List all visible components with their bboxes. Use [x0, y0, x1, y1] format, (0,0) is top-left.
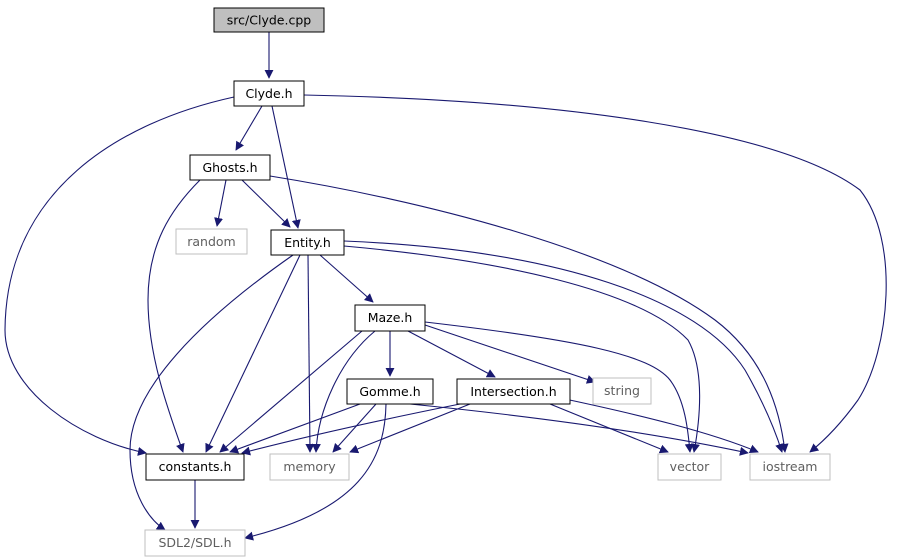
node-maze-h-label: Maze.h — [368, 310, 413, 325]
node-memory-label: memory — [283, 459, 336, 474]
edge-ghosts-h-random — [214, 179, 227, 227]
edge-entity-h-sdl — [129, 254, 294, 531]
node-clyde-h-label: Clyde.h — [245, 86, 292, 101]
node-clyde-h[interactable]: Clyde.h — [233, 80, 305, 107]
node-string-label: string — [604, 383, 640, 398]
node-clyde-cpp-label: src/Clyde.cpp — [227, 13, 311, 28]
node-vector[interactable]: vector — [657, 453, 722, 481]
edge-intersection-h-constants-h — [241, 403, 461, 456]
edge-entity-h-vector — [343, 245, 701, 453]
node-random[interactable]: random — [175, 228, 248, 255]
edge-clyde-h-ghosts-h — [235, 105, 263, 151]
edge-entity-h-iostream — [343, 240, 784, 453]
edge-entity-h-memory — [305, 254, 315, 453]
edge-entity-h-constants-h — [205, 254, 301, 453]
edge-maze-h-vector — [424, 321, 694, 453]
node-random-label: random — [187, 234, 235, 249]
node-entity-h[interactable]: Entity.h — [270, 229, 345, 256]
edge-intersection-h-iostream — [564, 398, 759, 454]
edge-clyde-h-iostream — [303, 94, 887, 453]
node-memory[interactable]: memory — [269, 453, 350, 481]
edge-entity-h-maze-h — [319, 254, 374, 303]
node-entity-h-label: Entity.h — [284, 235, 331, 250]
node-ghosts-h-label: Ghosts.h — [202, 160, 257, 175]
node-ghosts-h[interactable]: Ghosts.h — [189, 154, 271, 181]
node-clyde-cpp[interactable]: src/Clyde.cpp — [213, 7, 325, 33]
node-constants-h[interactable]: constants.h — [145, 453, 245, 481]
edge-maze-h-string — [424, 324, 596, 384]
edge-ghosts-h-iostream — [269, 175, 789, 453]
edge-gomme-h-memory — [332, 403, 377, 453]
edge-clyde-h-entity-h — [271, 105, 301, 229]
edge-intersection-h-memory — [349, 403, 471, 454]
node-maze-h[interactable]: Maze.h — [354, 304, 426, 332]
edge-maze-h-intersection-h — [407, 330, 496, 378]
node-iostream-label: iostream — [763, 459, 818, 474]
edge-gomme-h-sdl — [244, 403, 387, 541]
edge-clyde-h-constants-h — [4, 96, 235, 456]
node-constants-h-label: constants.h — [159, 459, 232, 474]
node-sdl-label: SDL2/SDL.h — [158, 535, 231, 550]
edge-ghosts-h-entity-h — [241, 179, 291, 228]
node-iostream[interactable]: iostream — [749, 453, 831, 481]
edge-intersection-h-vector — [549, 403, 669, 454]
node-gomme-h[interactable]: Gomme.h — [346, 378, 434, 405]
edge-gomme-h-iostream — [409, 403, 749, 456]
node-sdl[interactable]: SDL2/SDL.h — [144, 529, 246, 557]
node-string[interactable]: string — [592, 377, 652, 405]
node-intersection-h-label: Intersection.h — [470, 384, 556, 399]
node-gomme-h-label: Gomme.h — [359, 384, 420, 399]
edge-maze-h-memory — [311, 330, 376, 453]
edge-gomme-h-constants-h — [229, 403, 361, 454]
node-intersection-h[interactable]: Intersection.h — [456, 378, 571, 405]
edge-ghosts-h-constants-h — [147, 179, 201, 453]
node-vector-label: vector — [670, 459, 711, 474]
edges — [4, 32, 887, 541]
edge-maze-h-constants-h — [219, 330, 363, 453]
